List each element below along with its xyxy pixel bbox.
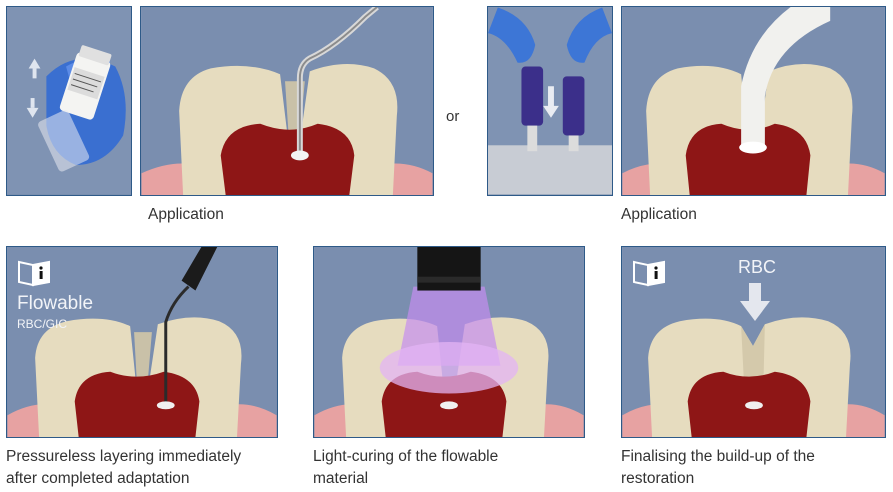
caption-application-left: Application	[148, 204, 224, 226]
caption-light-curing: Light-curing of the flowable material	[313, 446, 593, 490]
shake-bottle-illustration	[7, 7, 131, 195]
manual-info-icon	[17, 259, 51, 287]
shake-bottle-image	[6, 6, 132, 196]
application-image-left	[140, 6, 434, 196]
manual-info-icon	[632, 259, 666, 287]
caption-finalising-line2: restoration	[621, 468, 889, 490]
or-separator: or	[446, 108, 459, 125]
curing-light-illustration	[314, 247, 584, 437]
caption-light-curing-line2: material	[313, 468, 593, 490]
caption-layering: Pressureless layering immediately after …	[6, 446, 296, 490]
capsule-applier-image	[487, 6, 613, 196]
flowable-layering-image: Flowable RBC/GIC	[6, 246, 278, 438]
capsule-illustration	[488, 7, 612, 195]
rbc-label: RBC	[738, 257, 776, 278]
finalising-image: RBC	[621, 246, 886, 438]
caption-light-curing-line1: Light-curing of the flowable	[313, 446, 593, 468]
tooth-cannula-illustration	[141, 7, 433, 195]
rbc-gic-label: RBC/GIC	[17, 317, 67, 331]
caption-finalising: Finalising the build-up of the restorati…	[621, 446, 889, 490]
tooth-syringe-illustration	[622, 7, 885, 195]
caption-finalising-line1: Finalising the build-up of the	[621, 446, 889, 468]
caption-layering-line2: after completed adaptation	[6, 468, 296, 490]
light-curing-image	[313, 246, 585, 438]
application-image-right	[621, 6, 886, 196]
caption-application-right: Application	[621, 204, 697, 226]
flowable-label: Flowable	[17, 293, 93, 315]
arrow-down-icon	[740, 283, 770, 323]
caption-layering-line1: Pressureless layering immediately	[6, 446, 296, 468]
